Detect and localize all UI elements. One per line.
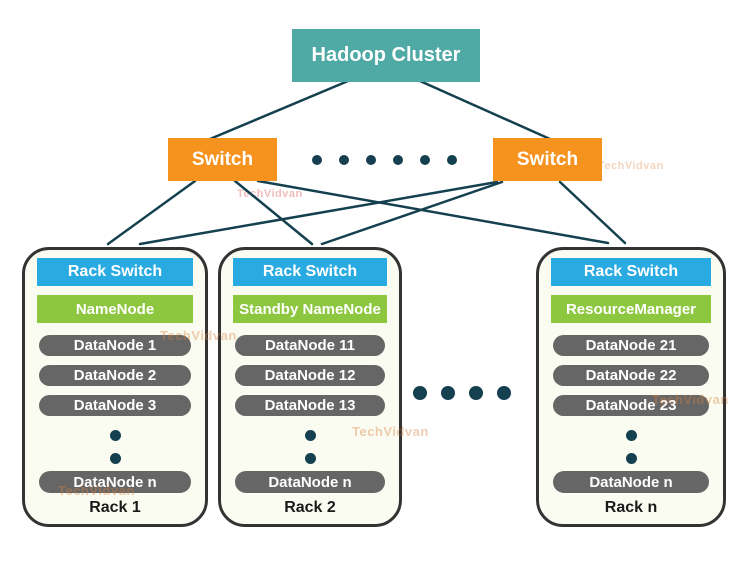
rack-n: Rack Switch ResourceManager DataNode 21 … bbox=[536, 247, 726, 527]
watermark: TechVidvan bbox=[160, 328, 237, 343]
rackn-datanode: DataNode 23 bbox=[553, 395, 709, 416]
rack1-rack-switch-bar: Rack Switch bbox=[37, 258, 193, 286]
rack2-datanode: DataNode 12 bbox=[235, 365, 385, 386]
rack2-datanode: DataNode 11 bbox=[235, 335, 385, 356]
dot bbox=[304, 430, 316, 441]
dot bbox=[109, 430, 121, 441]
line-right-switch-to-rackn bbox=[558, 180, 627, 245]
dot bbox=[441, 386, 455, 400]
dot bbox=[497, 386, 511, 400]
rack1-datanode-n: DataNode n bbox=[39, 471, 191, 493]
switch-left: Switch bbox=[168, 138, 277, 181]
dot bbox=[366, 155, 376, 165]
master-node-label: Standby NameNode bbox=[239, 300, 381, 318]
rack1-datanode: DataNode 2 bbox=[39, 365, 191, 386]
master-node-label: ResourceManager bbox=[565, 300, 697, 318]
dot bbox=[304, 453, 316, 464]
dot bbox=[469, 386, 483, 400]
hadoop-cluster-node: Hadoop Cluster bbox=[292, 29, 480, 82]
rackn-master-node-bar: ResourceManager bbox=[551, 295, 711, 323]
master-node-label: NameNode bbox=[75, 300, 155, 318]
watermark: TechVidvan bbox=[652, 392, 729, 407]
rack1-ellipsis-dots bbox=[109, 430, 121, 464]
rack2-rack-switch-bar: Rack Switch bbox=[233, 258, 387, 286]
rackn-ellipsis-dots bbox=[625, 430, 637, 464]
dot bbox=[420, 155, 430, 165]
line-right-switch-to-rack1 bbox=[138, 180, 499, 246]
rackn-label: Rack n bbox=[604, 499, 658, 516]
line-left-switch-to-rack1 bbox=[106, 179, 197, 246]
rack1-label: Rack 1 bbox=[89, 499, 141, 516]
rack-switch-label: Rack Switch bbox=[583, 263, 679, 280]
rack-1: Rack Switch NameNode DataNode 1 DataNode… bbox=[22, 247, 208, 527]
switch-right: Switch bbox=[493, 138, 602, 181]
line-cluster-to-right-switch bbox=[418, 79, 552, 141]
switch-ellipsis-dots bbox=[312, 155, 457, 165]
dot bbox=[625, 453, 637, 464]
line-right-switch-to-rack2 bbox=[320, 180, 504, 246]
dot bbox=[393, 155, 403, 165]
rack2-master-node-bar: Standby NameNode bbox=[233, 295, 387, 323]
rack2-datanode: DataNode 13 bbox=[235, 395, 385, 416]
watermark: TechVidvan bbox=[352, 424, 429, 439]
rackn-datanode: DataNode 21 bbox=[553, 335, 709, 356]
rack-2: Rack Switch Standby NameNode DataNode 11… bbox=[218, 247, 402, 527]
rackn-datanode: DataNode 22 bbox=[553, 365, 709, 386]
switch-right-label: Switch bbox=[516, 148, 579, 170]
rack2-label: Rack 2 bbox=[284, 499, 336, 516]
rack2-datanode-n: DataNode n bbox=[235, 471, 385, 493]
rack1-master-node-bar: NameNode bbox=[37, 295, 193, 323]
dot bbox=[339, 155, 349, 165]
line-left-switch-to-rack2 bbox=[233, 179, 314, 246]
dot bbox=[312, 155, 322, 165]
rackn-rack-switch-bar: Rack Switch bbox=[551, 258, 711, 286]
rack-switch-label: Rack Switch bbox=[262, 263, 358, 280]
dot bbox=[413, 386, 427, 400]
rack1-datanode: DataNode 1 bbox=[39, 335, 191, 356]
dot bbox=[625, 430, 637, 441]
line-cluster-to-left-switch bbox=[208, 79, 350, 141]
dot bbox=[447, 155, 457, 165]
rack-ellipsis-dots bbox=[413, 386, 511, 400]
rack1-datanode: DataNode 3 bbox=[39, 395, 191, 416]
rack-switch-label: Rack Switch bbox=[67, 263, 163, 280]
line-left-switch-to-rackn bbox=[256, 179, 610, 245]
rackn-datanode-n: DataNode n bbox=[553, 471, 709, 493]
dot bbox=[109, 453, 121, 464]
switch-left-label: Switch bbox=[191, 148, 254, 170]
watermark: TechVidvan bbox=[598, 160, 664, 172]
hadoop-cluster-label: Hadoop Cluster bbox=[311, 44, 461, 66]
watermark: TechVidvan bbox=[58, 483, 135, 498]
rack2-ellipsis-dots bbox=[304, 430, 316, 464]
